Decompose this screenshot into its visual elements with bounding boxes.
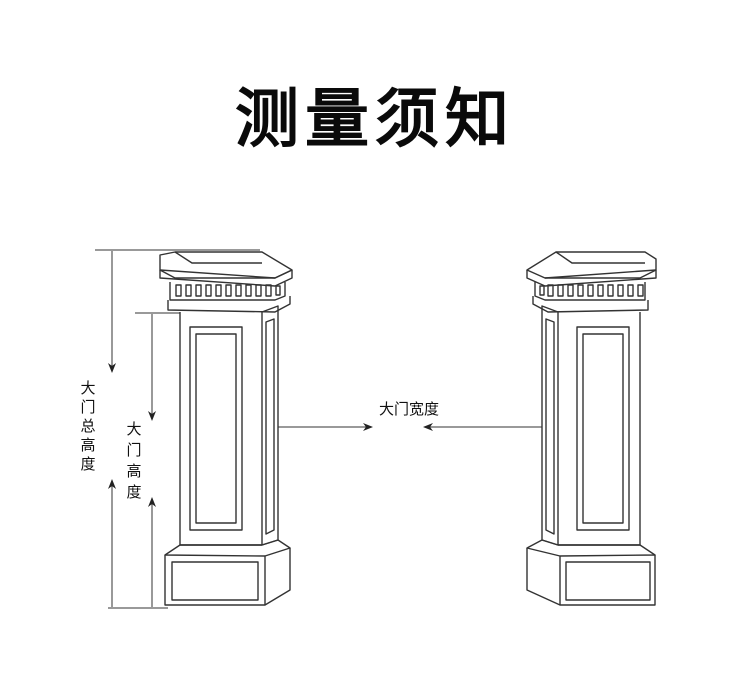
svg-text:度: 度 (126, 483, 141, 501)
svg-text:大: 大 (80, 379, 95, 397)
gate-height-label: 大 门 高 度 (126, 420, 141, 501)
left-pillar (159, 251, 293, 606)
svg-text:门: 门 (126, 441, 141, 459)
gate-width-label: 大门宽度 (379, 400, 439, 418)
svg-text:度: 度 (80, 455, 95, 473)
right-pillar (526, 251, 657, 606)
svg-text:总: 总 (80, 417, 95, 435)
svg-text:高: 高 (126, 462, 141, 480)
total-height-label: 大 门 总 高 度 (80, 379, 95, 473)
page-title: 测量须知 (235, 83, 515, 157)
svg-text:大: 大 (126, 420, 141, 438)
svg-text:门: 门 (80, 398, 95, 416)
svg-text:高: 高 (80, 436, 95, 454)
